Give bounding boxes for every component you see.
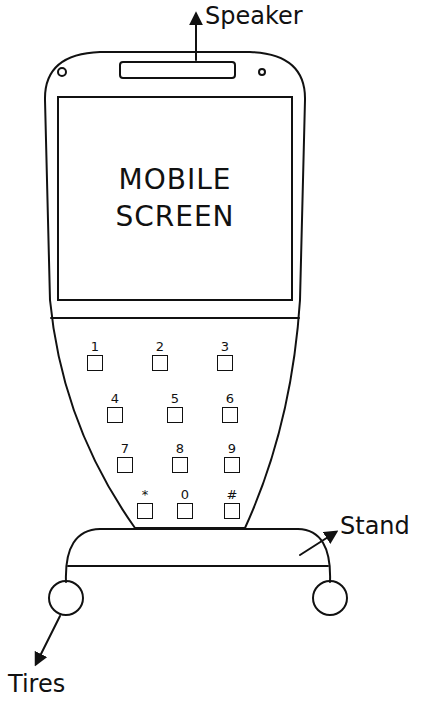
stand-base bbox=[68, 565, 328, 567]
keypad-key: 5 bbox=[160, 392, 190, 423]
key-square bbox=[217, 355, 233, 371]
key-square bbox=[177, 503, 193, 519]
key-number: 8 bbox=[165, 442, 195, 456]
key-number: 9 bbox=[217, 442, 247, 456]
key-square bbox=[117, 457, 133, 473]
screen-label: MOBILE SCREEN bbox=[90, 162, 260, 235]
key-square bbox=[172, 457, 188, 473]
key-square bbox=[224, 457, 240, 473]
tire bbox=[313, 581, 347, 615]
keypad-key: 8 bbox=[165, 442, 195, 473]
speaker-slot bbox=[120, 62, 235, 78]
phone-body bbox=[45, 52, 305, 528]
key-number: 5 bbox=[160, 392, 190, 406]
tire bbox=[49, 581, 83, 615]
key-number: 7 bbox=[110, 442, 140, 456]
key-number: 6 bbox=[215, 392, 245, 406]
key-number: 4 bbox=[100, 392, 130, 406]
part-label: Tires bbox=[8, 670, 65, 698]
keypad-key: 3 bbox=[210, 340, 240, 371]
mobile-screen: MOBILE SCREEN bbox=[57, 96, 293, 301]
part-label: Stand bbox=[340, 512, 410, 540]
keypad-key: 7 bbox=[110, 442, 140, 473]
key-number: 3 bbox=[210, 340, 240, 354]
key-number: * bbox=[130, 488, 160, 502]
key-square bbox=[224, 503, 240, 519]
key-square bbox=[137, 503, 153, 519]
keypad-key: 6 bbox=[215, 392, 245, 423]
key-number: 2 bbox=[145, 340, 175, 354]
divider-line bbox=[51, 317, 299, 319]
key-square bbox=[167, 407, 183, 423]
key-number: # bbox=[217, 488, 247, 502]
keypad-key: # bbox=[217, 488, 247, 519]
key-square bbox=[152, 355, 168, 371]
keypad-key: 2 bbox=[145, 340, 175, 371]
part-label: Speaker bbox=[205, 2, 303, 30]
keypad-key: 0 bbox=[170, 488, 200, 519]
keypad-key: 4 bbox=[100, 392, 130, 423]
keypad-key: 1 bbox=[80, 340, 110, 371]
key-square bbox=[222, 407, 238, 423]
leader-line bbox=[300, 532, 336, 555]
key-square bbox=[87, 355, 103, 371]
keypad-key: * bbox=[130, 488, 160, 519]
leader-line bbox=[195, 14, 197, 60]
key-number: 0 bbox=[170, 488, 200, 502]
key-square bbox=[107, 407, 123, 423]
camera-dot bbox=[58, 68, 66, 76]
key-number: 1 bbox=[80, 340, 110, 354]
stand-body bbox=[66, 529, 330, 582]
leader-line bbox=[36, 616, 60, 664]
sensor-dot bbox=[259, 69, 265, 75]
keypad-key: 9 bbox=[217, 442, 247, 473]
